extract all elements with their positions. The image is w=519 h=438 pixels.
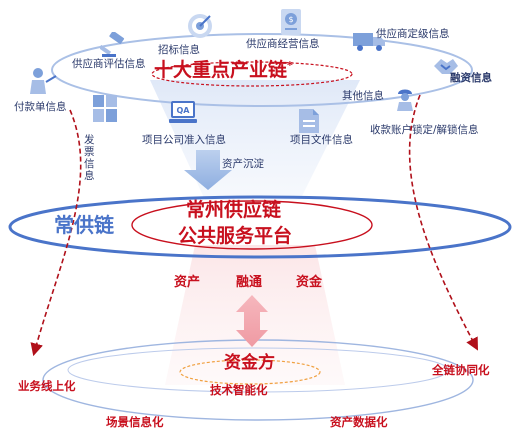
target-icon	[188, 14, 212, 38]
bottom-ring-inner	[67, 347, 449, 393]
down-arrow	[184, 150, 232, 190]
right-dashed-arrow	[408, 94, 478, 351]
changgonglian-label: 常供链	[54, 213, 114, 237]
fund-provider-title: 资金方	[224, 353, 275, 373]
label-gysdingji: 供应商定级信息	[376, 28, 450, 40]
label-shoukuan: 收款账户锁定/解锁信息	[370, 124, 479, 136]
platform-title-line1: 常州供应链	[186, 199, 282, 221]
grid-document-icon	[93, 95, 117, 122]
label-gyspinggu: 供应商评估信息	[72, 58, 146, 70]
label-rongzi: 融资信息	[450, 72, 492, 84]
label-chendian: 资产沉淀	[222, 158, 264, 170]
worker-icon	[397, 89, 413, 111]
bidirectional-arrow	[236, 295, 268, 347]
label-changjing: 场景信息化	[106, 415, 164, 429]
label-yewu: 业务线上化	[18, 379, 76, 393]
left-dashed-arrow	[30, 109, 82, 357]
label-gysjingying: 供应商经营信息	[246, 38, 320, 50]
person-presenting-icon	[30, 68, 57, 94]
label-fukuandan: 付款单信息	[14, 101, 67, 113]
label-jishu: 技术智能化	[210, 383, 268, 397]
file-document-icon	[299, 109, 319, 133]
label-zhaobiao: 招标信息	[158, 44, 200, 56]
svg-text:QA: QA	[177, 106, 191, 115]
label-zichan: 资产	[174, 275, 201, 290]
gavel-icon	[100, 32, 125, 57]
label-qita: 其他信息	[342, 90, 384, 102]
label-rongtong: 融通	[236, 275, 263, 290]
handshake-icon	[434, 59, 458, 74]
label-quanlian: 全链协同化	[432, 363, 490, 377]
money-document-icon: $	[281, 9, 301, 35]
truck-icon	[353, 33, 385, 51]
label-shuju: 资产数据化	[330, 415, 388, 429]
label-wenjian: 项目文件信息	[290, 134, 353, 146]
fund-dashed-ring	[179, 359, 321, 385]
platform-title-line2: 公共服务平台	[178, 225, 293, 247]
label-zhunru: 项目公司准入信息	[142, 134, 226, 146]
laptop-qa-icon: QA	[169, 101, 197, 123]
label-zijin: 资金	[296, 275, 323, 290]
title-dashed-ring	[151, 61, 353, 87]
label-fapiao: 发票信息	[84, 134, 95, 183]
middle-ring	[8, 195, 512, 259]
svg-text:$: $	[288, 15, 293, 24]
platform-ring	[131, 200, 373, 250]
industry-chain-title: 十大重点产业链*	[154, 59, 293, 82]
industry-chain-text: 十大重点产业链	[154, 59, 288, 81]
top-ring	[51, 33, 473, 107]
industry-chain-mark: *	[287, 59, 293, 72]
